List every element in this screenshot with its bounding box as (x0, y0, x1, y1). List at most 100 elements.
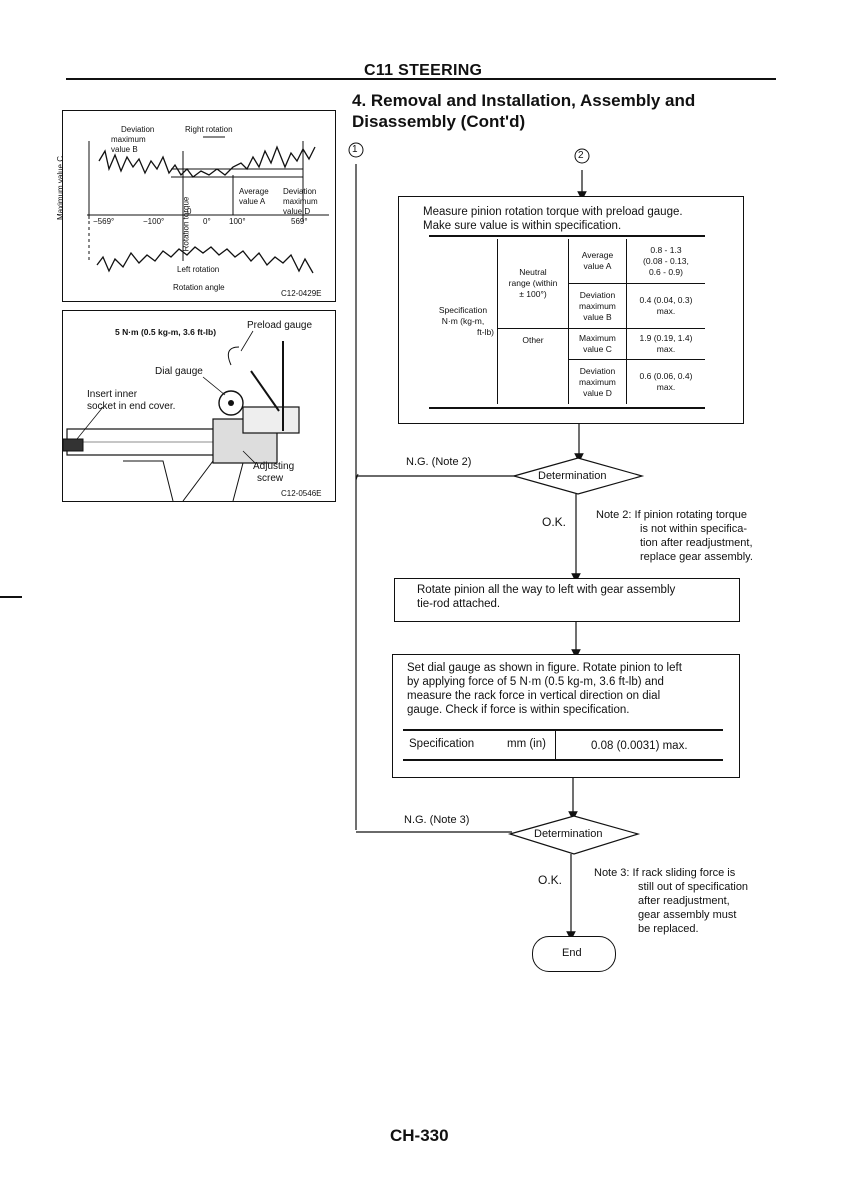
figure-code: C12-0429E (281, 289, 322, 298)
preload-gauge-figure: 5 N·m (0.5 kg-m, 3.6 ft-lb) Preload gaug… (62, 310, 336, 502)
dial-gauge-l1: Set dial gauge as shown in figure. Rotat… (407, 662, 682, 674)
rotate-pinion-text: Rotate pinion all the way to left with g… (417, 583, 675, 611)
fig2-adjusting-l2: screw (257, 473, 284, 484)
measure-torque-line2: Make sure value is within specification. (423, 220, 622, 232)
measure-torque-text: Measure pinion rotation torque with prel… (423, 205, 683, 233)
note-2-l4: replace gear assembly. (640, 551, 753, 563)
fig2-insert-l1: Insert inner (87, 389, 138, 400)
tick-569: 569° (291, 217, 308, 226)
fig2-code: C12-0546E (281, 489, 322, 498)
graph-label-deviation-b: Deviation maximum value B (101, 125, 154, 155)
avg-a-v2: (0.08 - 0.13, (643, 255, 689, 266)
neutral-l3: ± 100°) (519, 289, 547, 299)
tick-neg100: −100° (143, 217, 165, 226)
ng-note2-label: N.G. (Note 2) (406, 456, 472, 468)
max-c-label: Maximum value C (568, 328, 627, 360)
avg-a-label: Average value A (568, 239, 627, 284)
end-terminator: End (532, 936, 616, 972)
margin-mark (0, 596, 22, 598)
graph-label-left-rotation: Left rotation (177, 265, 220, 274)
rack-spec-rule-bottom (403, 759, 723, 761)
ok-2: O.K. (538, 873, 563, 887)
note-3-l1: Note 3: If rack sliding force is (594, 867, 736, 879)
dev-b-v1: 0.4 (0.04, 0.3) (639, 295, 693, 305)
fig2-insert-label: Insert inner socket in end cover. (87, 389, 175, 413)
determination-1: Determination (538, 470, 607, 482)
dev-b-value: 0.4 (0.04, 0.3) max. (625, 283, 705, 329)
rack-spec-value: 0.08 (0.0031) max. (591, 740, 688, 752)
neutral-l1: Neutral (519, 267, 547, 277)
tick-100: 100° (229, 217, 246, 226)
note-3-l4: gear assembly must (638, 909, 737, 921)
torque-graph-figure: Deviation maximum value B Right rotation… (56, 110, 336, 302)
max-c-value: 1.9 (0.19, 1.4) max. (625, 328, 705, 360)
graph-label-deviation-d-l2: maximum (283, 197, 318, 206)
other-range-cell: Other (497, 328, 569, 404)
dev-b-l2: maximum (579, 300, 616, 311)
note-2-l3: tion after readjustment, (640, 537, 753, 549)
rack-spec-rule-top (403, 729, 723, 731)
graph-label-average-a-l1: Average (239, 187, 269, 196)
note-3-l3: after readjustment, (638, 895, 730, 907)
dev-b-l1: Deviation (579, 289, 616, 300)
page-number: CH-330 (390, 1126, 449, 1145)
dev-d-l2: maximum (579, 376, 616, 387)
graph-label-average-a: Average value A (239, 187, 269, 207)
dev-d-label: Deviation maximum value D (568, 359, 627, 404)
spec-label-l1: Specification (438, 305, 488, 315)
ok-1: O.K. (542, 515, 567, 529)
end-label: End (562, 947, 582, 959)
dev-d-v2: max. (656, 382, 676, 392)
rack-spec-unit: mm (in) (507, 738, 546, 750)
graph-label-deviation-b-l3: value B (111, 145, 138, 154)
spec-label-l2: N·m (kg-m, (441, 316, 485, 326)
dial-gauge-l2: by applying force of 5 N·m (0.5 kg-m, 3.… (407, 676, 664, 688)
dev-b-label: Deviation maximum value B (568, 283, 627, 329)
section-heading: C11 STEERING (364, 62, 483, 79)
avg-a-v3: 0.6 - 0.9) (648, 266, 683, 277)
dial-gauge-step: Set dial gauge as shown in figure. Rotat… (392, 654, 740, 778)
rack-spec-label: Specification (409, 738, 475, 750)
dev-d-value: 0.6 (0.06, 0.4) max. (625, 359, 705, 404)
avg-a-v1: 0.8 - 1.3 (650, 244, 682, 255)
fig2-dial-gauge-label: Dial gauge (155, 366, 203, 377)
graph-label-deviation-d-l3: value D (283, 207, 311, 216)
fig2-force-label: 5 N·m (0.5 kg-m, 3.6 ft-lb) (115, 327, 217, 337)
pinion-torque-spec-table: Specification N·m (kg-m, ft-lb) Neutral … (429, 239, 705, 404)
header-rule (66, 78, 776, 80)
graph-label-rotation-angle: Rotation angle (173, 283, 225, 292)
page-title: 4. Removal and Installation, Assembly an… (352, 90, 695, 132)
note-2: Note 2: If pinion rotating torque is not… (596, 508, 753, 564)
note-2-l2: is not within specifica- (640, 523, 747, 535)
max-c-v2: max. (656, 344, 676, 354)
dev-d-l1: Deviation (579, 365, 616, 376)
spec-table-rule-bottom (429, 407, 705, 409)
measure-torque-line1: Measure pinion rotation torque with prel… (423, 206, 683, 218)
dev-b-l3: value B (583, 311, 612, 322)
fig2-adjusting-l1: Adjusting (253, 461, 295, 472)
spec-label-cell: Specification N·m (kg-m, ft-lb) (429, 239, 498, 404)
page-title-line1: 4. Removal and Installation, Assembly an… (352, 91, 696, 110)
max-c-v1: 1.9 (0.19, 1.4) (639, 333, 693, 343)
connector-1: 1 (352, 144, 358, 155)
graph-label-deviation-d: Deviation maximum value D (283, 187, 318, 217)
dev-d-v1: 0.6 (0.06, 0.4) (639, 371, 693, 381)
rotate-pinion-step: Rotate pinion all the way to left with g… (394, 578, 740, 622)
max-c-l1: Maximum (579, 333, 616, 343)
other-label: Other (522, 335, 544, 345)
avg-a-l1: Average (581, 250, 614, 260)
page-title-line2: Disassembly (Cont'd) (352, 112, 526, 131)
note-3-l5: be replaced. (638, 923, 699, 935)
ng-note3-label: N.G. (Note 3) (404, 814, 470, 826)
dev-b-v2: max. (656, 306, 676, 316)
graph-label-deviation-b-l2: maximum (111, 135, 146, 144)
measure-torque-step: Measure pinion rotation torque with prel… (398, 196, 744, 424)
rotate-pinion-l1: Rotate pinion all the way to left with g… (417, 584, 676, 596)
spec-table-rule-top (429, 235, 705, 237)
spec-label-l3: ft-lb) (477, 327, 494, 337)
dial-gauge-l3: measure the rack force in vertical direc… (407, 690, 661, 702)
dev-d-l3: value D (583, 387, 612, 398)
torque-graph (87, 136, 329, 274)
avg-a-value: 0.8 - 1.3 (0.08 - 0.13, 0.6 - 0.9) (625, 239, 705, 284)
